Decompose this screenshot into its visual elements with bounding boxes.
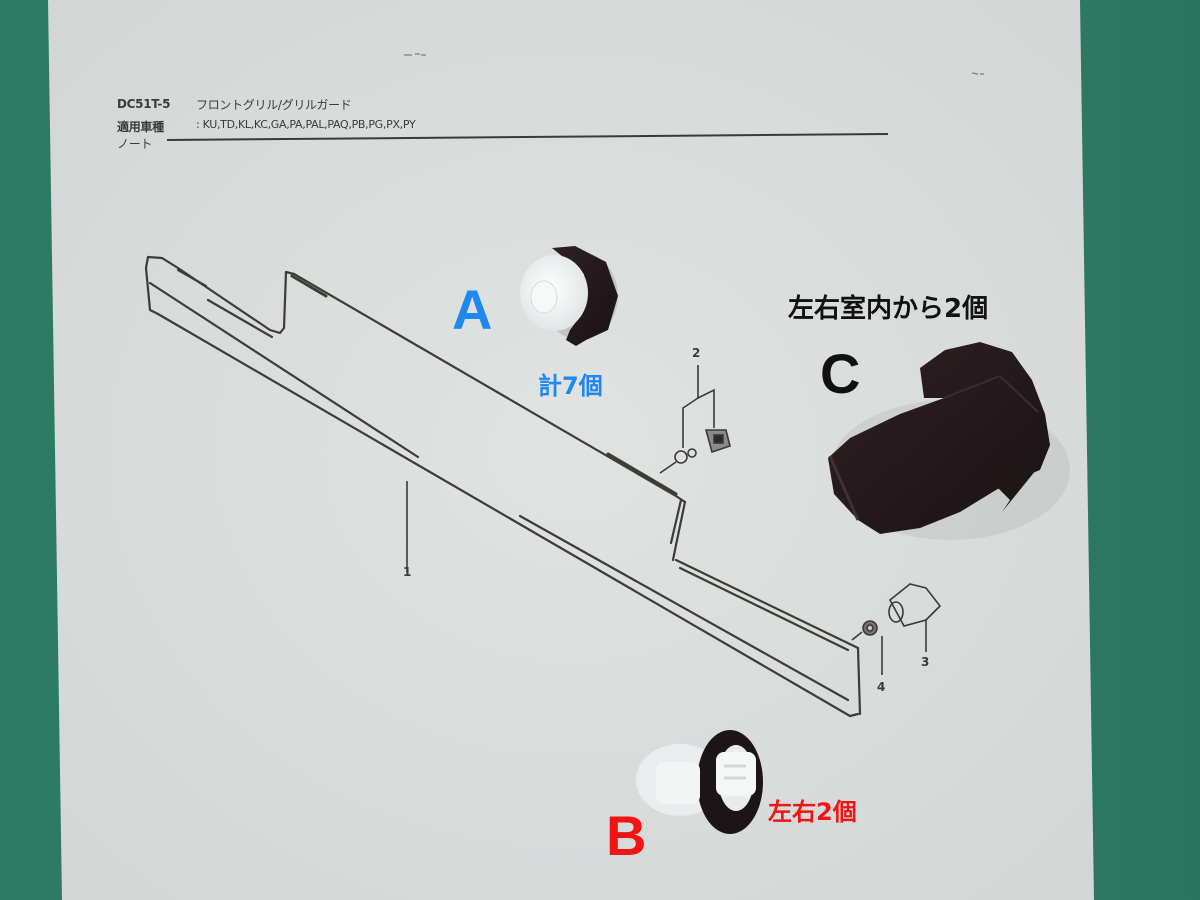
part-3-4-drawing [851,583,942,675]
cap-c-photo [828,342,1070,540]
caption-a-count: 計7個 [538,372,603,400]
part-number-1: 1 [403,565,412,579]
catalog-code: DC51T-5 [117,97,171,111]
caption-b-count: 左右2個 [768,798,857,826]
part-number-4: 4 [877,680,886,694]
paper-sheet [48,0,1094,900]
applicable-models-list: : KU,TD,KL,KC,GA,PA,PAL,PAQ,PB,PG,PX,PY [196,118,416,131]
part-number-2: 2 [692,346,701,360]
part-2-drawing [659,365,731,474]
header-rule [166,133,889,141]
note-label: ノート [117,137,153,151]
label-c: C [820,342,861,405]
caption-c-count: 左右室内から2個 [788,294,989,324]
label-a: A [452,278,493,341]
applicable-models-label: 適用車種 [117,120,164,134]
clip-a-photo [520,246,618,346]
label-b: B [606,804,647,867]
clip-b-photo [636,730,763,834]
grille-guard-drawing [144,255,862,718]
catalog-title: フロントグリル/グリルガード [196,98,352,112]
part-number-3: 3 [921,655,930,669]
